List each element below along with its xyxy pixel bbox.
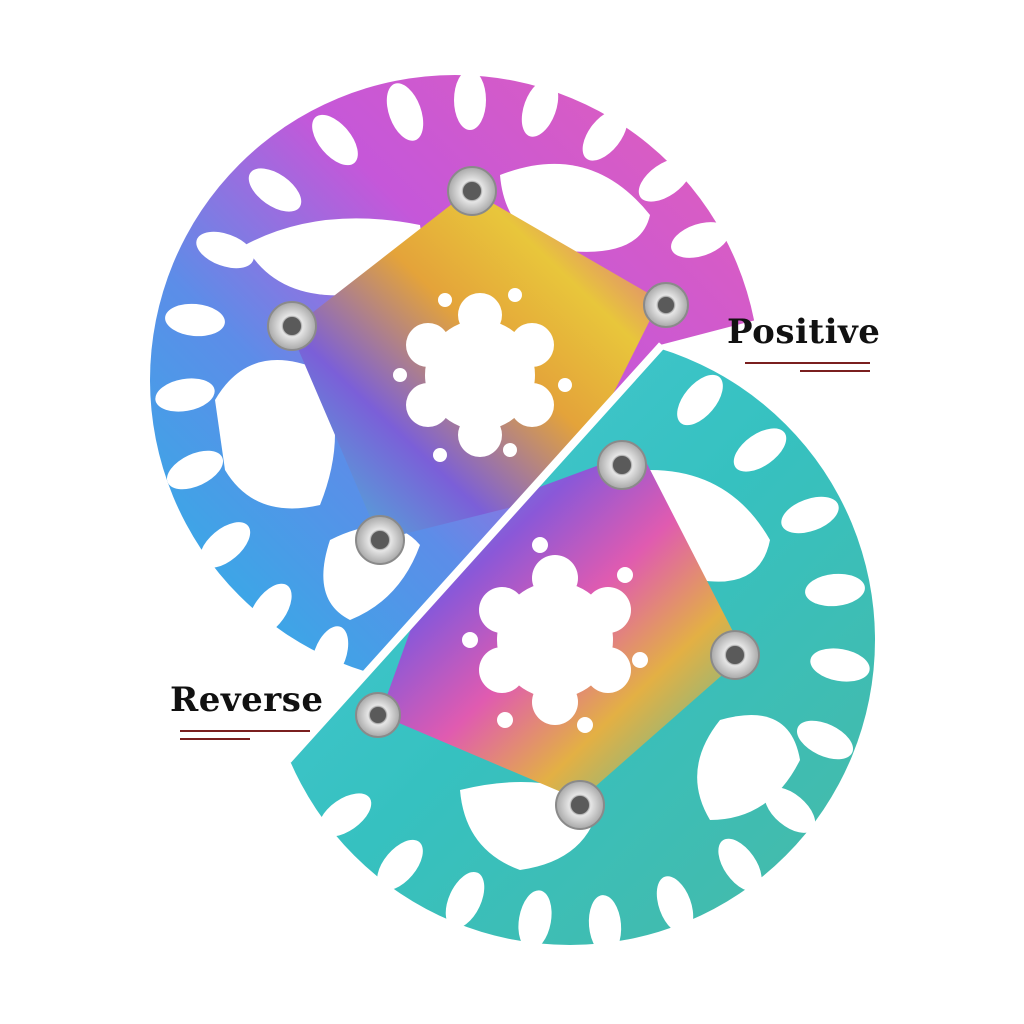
positive-underline-long bbox=[745, 362, 870, 364]
bolt bbox=[643, 282, 689, 328]
bolt bbox=[447, 166, 497, 216]
bolt bbox=[597, 440, 647, 490]
reverse-underline-long bbox=[180, 730, 310, 732]
positive-underline-short bbox=[800, 370, 870, 372]
bolt bbox=[555, 780, 605, 830]
bolt bbox=[355, 515, 405, 565]
bolt bbox=[267, 301, 317, 351]
reverse-label: Reverse bbox=[170, 680, 324, 720]
bolt bbox=[710, 630, 760, 680]
positive-label: Positive bbox=[727, 312, 881, 352]
divider-line bbox=[285, 342, 665, 763]
reverse-underline-short bbox=[180, 738, 250, 740]
bolts bbox=[267, 166, 760, 830]
bolt bbox=[355, 692, 401, 738]
